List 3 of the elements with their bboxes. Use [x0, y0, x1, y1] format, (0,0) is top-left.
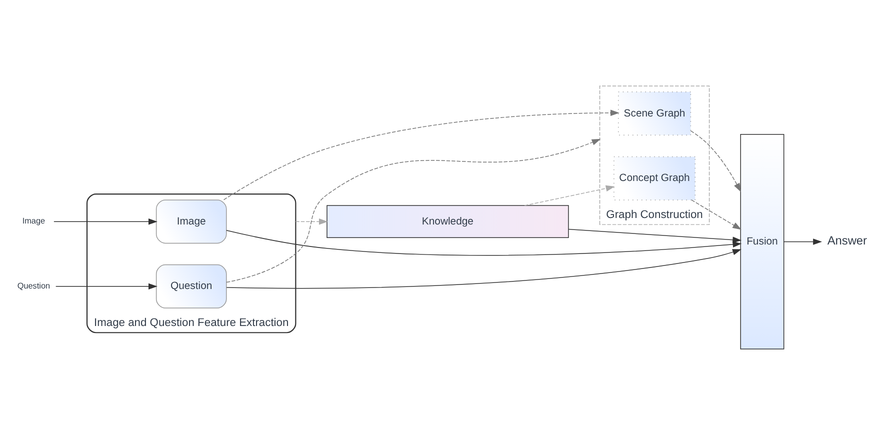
node-text: Answer: [827, 234, 868, 248]
node-text: Question: [17, 282, 50, 291]
node-text: Image: [22, 216, 46, 226]
